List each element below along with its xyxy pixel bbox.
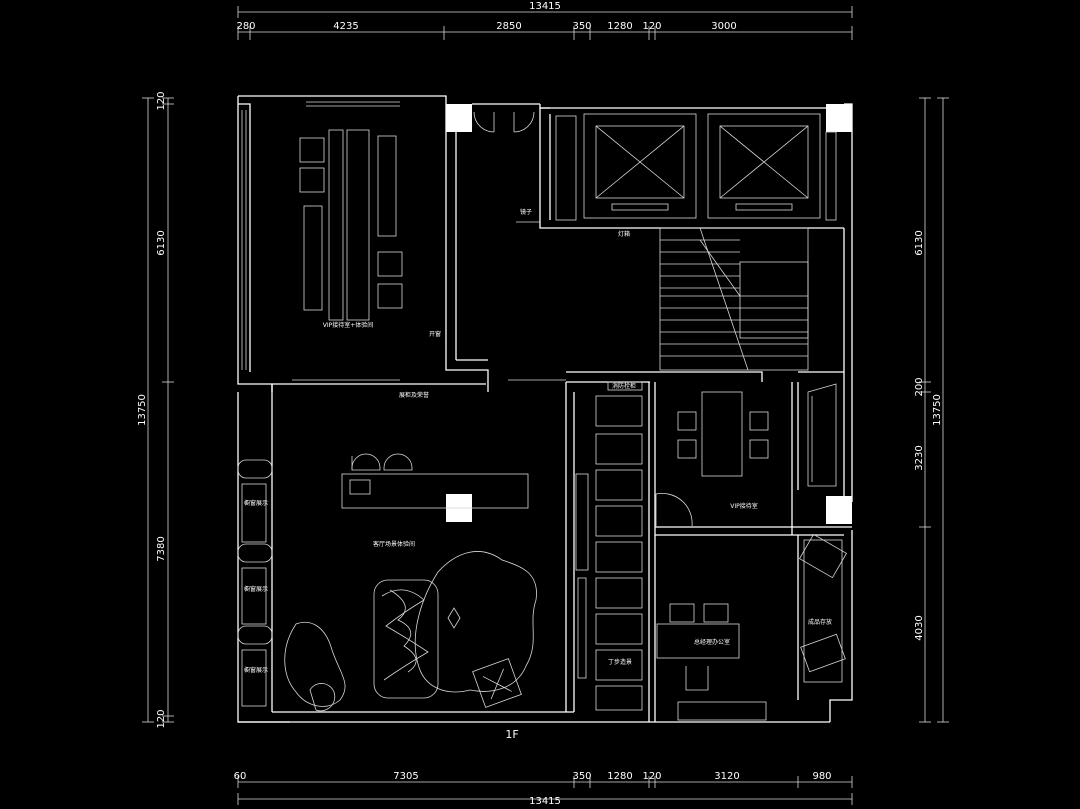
- vip-room-furniture: [299, 129, 403, 321]
- left-dimensions: [142, 97, 174, 723]
- left-dim-3: 7380: [156, 536, 167, 561]
- vip-experience-label: VIP接待室+体验间: [323, 321, 374, 329]
- mirror-label: 镜子: [520, 208, 532, 216]
- column-right-mid: [826, 496, 852, 524]
- bottom-dimensions: [237, 776, 853, 805]
- fire-hydrant-label: 消防栓柜: [612, 382, 636, 390]
- right-dim-4: 4030: [914, 615, 925, 640]
- bottom-total-dim: 13415: [529, 796, 561, 807]
- top-dim-1: 280: [236, 21, 255, 32]
- left-dim-4: 120: [156, 709, 167, 728]
- right-dim-2: 200: [914, 377, 925, 396]
- side-shafts: [555, 115, 837, 221]
- display-cabinet-label: 展柜及荣誉: [399, 391, 429, 399]
- lobby-rugs: [284, 551, 537, 712]
- top-dimensions: [237, 6, 853, 40]
- window-rails: [241, 101, 566, 381]
- lobby-counter: [341, 453, 529, 509]
- top-dim-4: 350: [572, 21, 591, 32]
- corridor-paving: [575, 395, 643, 711]
- vip-reception-furniture: [677, 383, 837, 487]
- top-dim-7: 3000: [711, 21, 736, 32]
- open-window-label: 开窗: [429, 330, 441, 338]
- right-dim-1: 6130: [914, 230, 925, 255]
- storage-label: 成品存放: [808, 618, 832, 626]
- staircase: [659, 227, 809, 371]
- gm-office-label: 总经理办公室: [694, 638, 730, 646]
- left-dim-2: 6130: [156, 230, 167, 255]
- window-displays: [237, 459, 273, 707]
- bottom-dim-2: 7305: [393, 771, 418, 782]
- right-dim-3: 3230: [914, 445, 925, 470]
- column-top-centre: [446, 104, 472, 132]
- bottom-dim-4: 1280: [607, 771, 632, 782]
- corridor-label: 丁步造景: [608, 658, 632, 666]
- gm-office-furniture: [656, 533, 848, 721]
- window-display-label-2: 橱窗展示: [244, 585, 268, 593]
- left-dim-1: 120: [156, 91, 167, 110]
- elevator-left: [583, 113, 697, 219]
- right-dimensions: [919, 97, 949, 723]
- window-display-label-1: 橱窗展示: [244, 499, 268, 507]
- bottom-dim-6: 3120: [714, 771, 739, 782]
- bottom-dim-1: 60: [234, 771, 247, 782]
- top-dim-6: 120: [642, 21, 661, 32]
- top-dim-5: 1280: [607, 21, 632, 32]
- lamp-strip-label: 灯箱: [618, 230, 630, 238]
- bottom-dim-3: 350: [572, 771, 591, 782]
- top-dim-3: 2850: [496, 21, 521, 32]
- bottom-dim-7: 980: [812, 771, 831, 782]
- floor-label: 1F: [505, 728, 518, 741]
- fire-hydrant: [607, 381, 643, 391]
- bottom-dim-5: 120: [642, 771, 661, 782]
- entrance-door: [473, 111, 535, 133]
- top-total-dim: 13415: [529, 1, 561, 12]
- lobby-label: 客厅场景体验间: [373, 540, 415, 548]
- elevator-right: [707, 113, 821, 219]
- window-display-label-3: 橱窗展示: [244, 666, 268, 674]
- column-top-right: [826, 104, 852, 132]
- right-total-dim: 13750: [932, 394, 943, 426]
- vip-reception-label: VIP接待室: [730, 502, 758, 510]
- top-dim-2: 4235: [333, 21, 358, 32]
- office-door: [655, 493, 693, 527]
- left-total-dim: 13750: [137, 394, 148, 426]
- exterior-walls: [237, 95, 853, 723]
